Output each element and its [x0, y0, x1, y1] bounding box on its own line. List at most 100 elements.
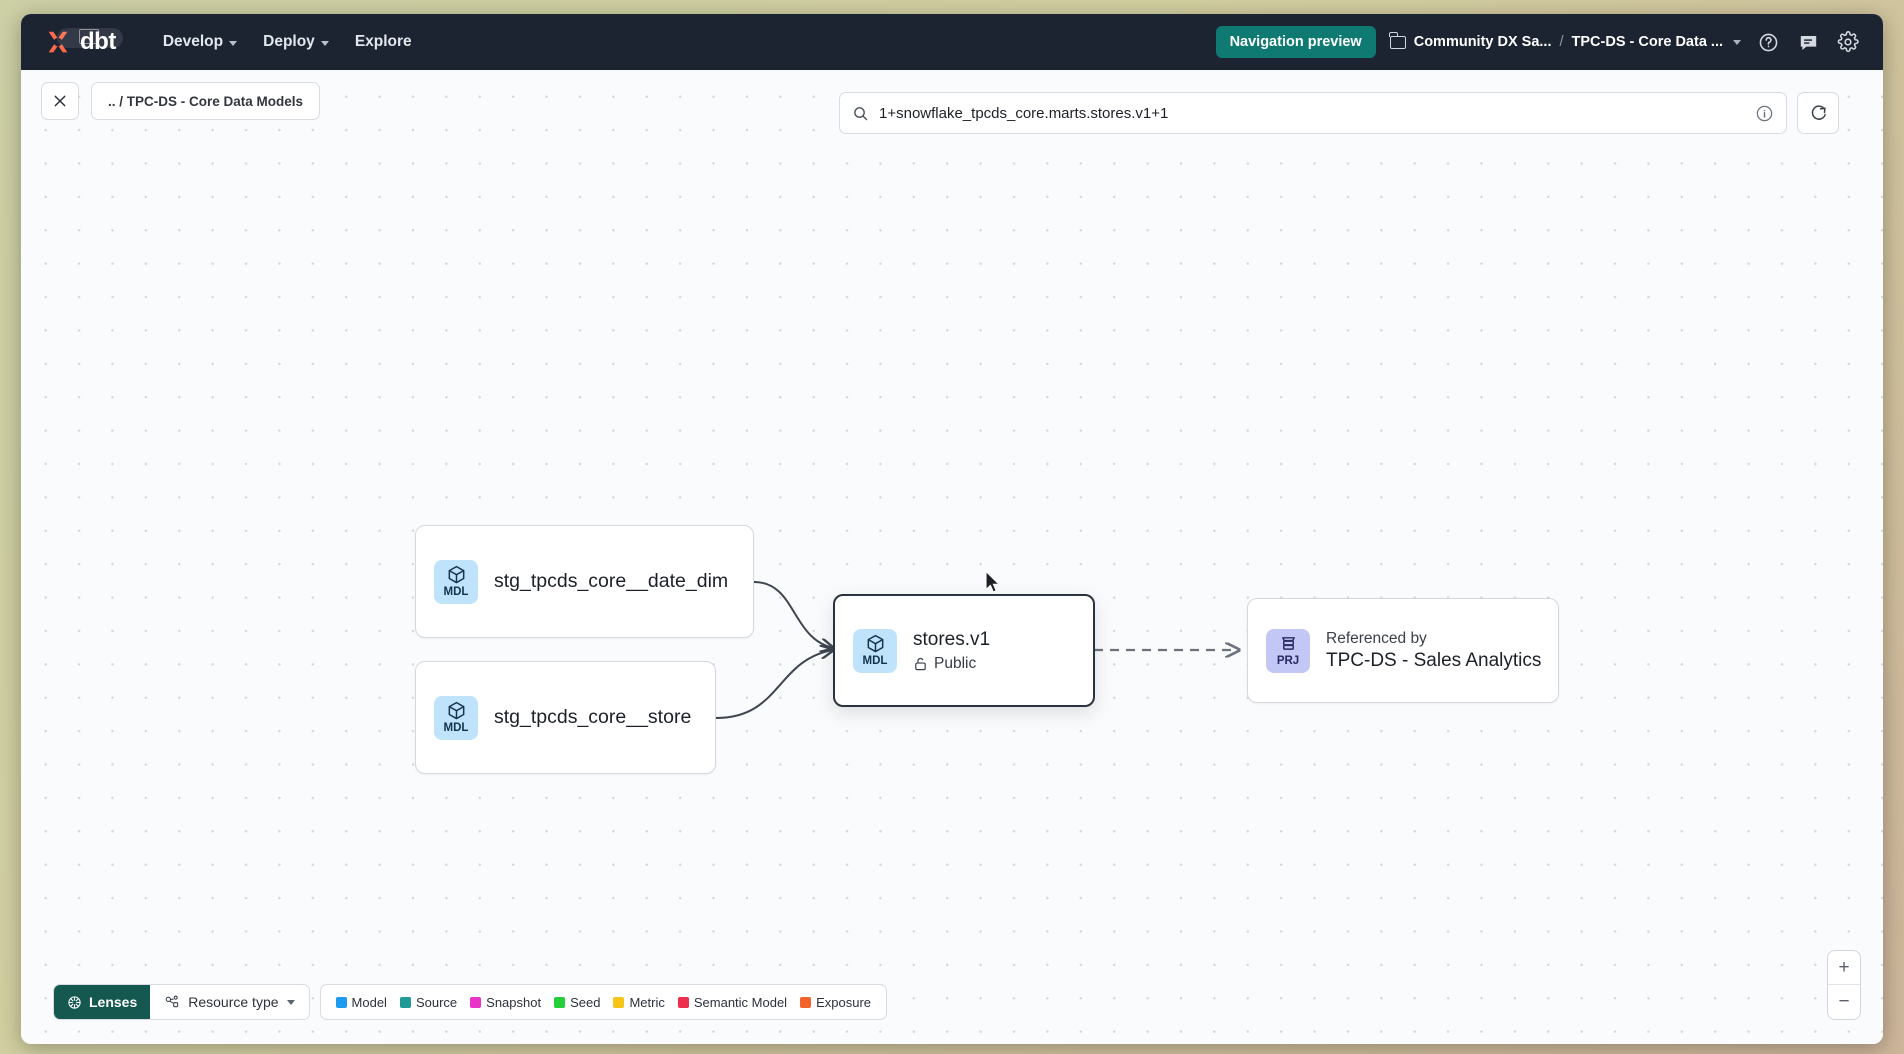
graph-node-text-group: Referenced by TPC-DS - Sales Analytics	[1326, 630, 1541, 672]
chevron-down-icon[interactable]	[1733, 39, 1741, 45]
dbt-x-logo-icon	[48, 31, 68, 53]
project-stack-icon	[1281, 637, 1295, 651]
graph-node-access: Public	[913, 655, 990, 673]
node-badge-prj: PRJ	[1266, 628, 1310, 673]
top-navigation-bar: dbt Develop Deploy Explore Navigation pr…	[21, 14, 1883, 70]
legend-swatch	[677, 996, 689, 1008]
node-badge-label: MDL	[443, 722, 469, 735]
browser-window: dbt Develop Deploy Explore Navigation pr…	[21, 14, 1883, 1044]
close-icon	[54, 95, 66, 107]
legend-swatch	[399, 996, 411, 1008]
legend-item-snapshot: Snapshot	[470, 995, 541, 1010]
lineage-breadcrumb[interactable]: .. / TPC-DS - Core Data Models	[91, 82, 321, 120]
legend-item-seed: Seed	[554, 995, 600, 1010]
top-navigation-right-group: Navigation preview Community DX Sa... / …	[1215, 26, 1861, 58]
search-icon	[854, 106, 868, 120]
legend-item-source: Source	[399, 994, 458, 1010]
breadcrumb: Community DX Sa... / TPC-DS - Core Data …	[1389, 31, 1741, 50]
graph-node-text-group: stores.v1 Public	[913, 629, 990, 673]
graph-node-stores-v1[interactable]: MDL stores.v1 Public	[833, 594, 1095, 707]
legend-label: Exposure	[816, 994, 871, 1010]
resource-nodes-icon	[165, 995, 179, 1008]
legend-label: Snapshot	[486, 994, 542, 1010]
resource-type-legend: Model Source Snapshot Seed	[319, 984, 887, 1020]
node-badge-label: MDL	[862, 655, 888, 668]
legend-swatch	[613, 996, 625, 1008]
lens-aperture-icon	[68, 995, 81, 1009]
node-badge-mdl: MDL	[434, 695, 478, 740]
cube-icon	[867, 635, 883, 653]
node-badge-mdl: MDL	[853, 628, 897, 673]
legend-label: Metric	[629, 994, 665, 1010]
chat-bubble-icon	[1800, 35, 1816, 50]
cube-icon	[448, 702, 464, 720]
graph-node-stg-date-dim[interactable]: MDL stg_tpcds_core__date_dim	[415, 525, 754, 638]
navigation-preview-badge[interactable]: Navigation preview	[1215, 26, 1376, 58]
zoom-controls: + −	[1827, 950, 1861, 1020]
question-circle-icon	[1759, 33, 1777, 51]
graph-node-label: stg_tpcds_core__store	[494, 706, 692, 728]
lineage-canvas[interactable]: MDL stg_tpcds_core__date_dim MDL stg	[21, 70, 1883, 1044]
lineage-graph: MDL stg_tpcds_core__date_dim MDL stg	[21, 70, 1883, 1044]
lineage-search-box[interactable]: 1+snowflake_tpcds_core.marts.stores.v1+1	[839, 92, 1787, 134]
breadcrumb-project[interactable]: TPC-DS - Core Data ...	[1571, 34, 1723, 50]
node-badge-label: PRJ	[1276, 655, 1300, 668]
settings-button[interactable]	[1835, 29, 1861, 55]
legend-swatch	[470, 996, 482, 1008]
graph-node-sales-analytics[interactable]: PRJ Referenced by TPC-DS - Sales Analyti…	[1247, 598, 1559, 703]
lineage-edges	[715, 581, 1883, 719]
lenses-button-label: Lenses	[89, 994, 138, 1010]
zoom-in-button[interactable]: +	[1828, 951, 1860, 985]
lineage-bottom-toolbar: Lenses Resource type	[53, 984, 887, 1020]
legend-label: Source	[415, 994, 458, 1010]
legend-item-metric: Metric	[613, 994, 665, 1010]
node-badge-label: MDL	[443, 586, 469, 599]
lineage-subheader: .. / TPC-DS - Core Data Models	[21, 70, 1883, 132]
legend-item-model: Model	[335, 995, 387, 1010]
edge-date-dim-to-stores	[753, 581, 833, 648]
edge-store-to-stores	[715, 650, 833, 719]
graph-node-access-label: Public	[934, 654, 977, 672]
search-input[interactable]: 1+snowflake_tpcds_core.marts.stores.v1+1	[879, 104, 1169, 122]
nav-item-deploy-label: Deploy	[263, 33, 315, 50]
feedback-button[interactable]	[1795, 29, 1821, 55]
refresh-icon	[1811, 104, 1826, 120]
legend-item-semantic-model: Semantic Model	[677, 994, 788, 1010]
legend-label: Seed	[570, 994, 601, 1010]
legend-swatch	[800, 996, 812, 1008]
legend-swatch	[335, 996, 347, 1008]
lenses-group: Lenses Resource type	[53, 984, 310, 1020]
nav-item-develop[interactable]: Develop	[150, 26, 250, 58]
graph-node-caption: Referenced by	[1326, 629, 1427, 647]
nav-item-explore-label: Explore	[354, 33, 412, 50]
chevron-down-icon	[229, 40, 238, 46]
help-button[interactable]	[1755, 29, 1781, 55]
graph-node-label: stg_tpcds_core__date_dim	[494, 570, 729, 592]
nav-item-deploy[interactable]: Deploy	[250, 26, 342, 58]
node-badge-mdl: MDL	[434, 559, 478, 604]
graph-node-label: TPC-DS - Sales Analytics	[1326, 649, 1542, 671]
zoom-out-button[interactable]: −	[1838, 991, 1850, 1012]
breadcrumb-account[interactable]: Community DX Sa...	[1413, 34, 1552, 50]
dbt-logo-text: dbt	[80, 28, 116, 55]
legend-swatch	[554, 996, 566, 1008]
unlock-icon	[915, 657, 926, 670]
graph-node-stg-store[interactable]: MDL stg_tpcds_core__store	[415, 661, 716, 774]
nav-item-explore[interactable]: Explore	[342, 26, 425, 58]
cube-icon	[448, 566, 464, 584]
lenses-button[interactable]: Lenses	[54, 985, 151, 1019]
gear-icon	[1837, 31, 1859, 53]
window-chrome-icon	[79, 29, 99, 44]
lineage-search-group: 1+snowflake_tpcds_core.marts.stores.v1+1	[839, 92, 1839, 134]
legend-label: Semantic Model	[693, 994, 788, 1010]
window-chrome-pill	[57, 28, 123, 48]
resource-type-label: Resource type	[188, 994, 279, 1010]
dbt-logo[interactable]: dbt	[43, 27, 116, 57]
resource-type-dropdown[interactable]: Resource type	[150, 985, 309, 1019]
info-circle-icon[interactable]	[1755, 104, 1774, 123]
legend-item-exposure: Exposure	[800, 995, 871, 1010]
refresh-lineage-button[interactable]	[1797, 92, 1839, 134]
folder-icon	[1389, 31, 1406, 49]
close-lineage-button[interactable]	[41, 82, 79, 120]
